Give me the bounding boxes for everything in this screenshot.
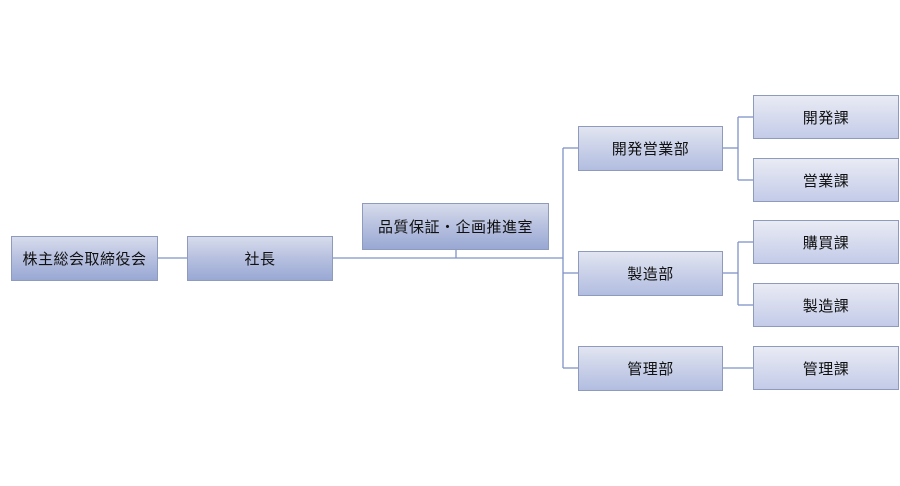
department-box: 開発営業部 xyxy=(578,126,723,171)
staff-office-box: 品質保証・企画推進室 xyxy=(362,203,549,250)
president-box: 社長 xyxy=(187,236,333,281)
section-box: 開発課 xyxy=(753,95,899,139)
board-box: 株主総会取締役会 xyxy=(11,236,158,281)
department-box: 製造部 xyxy=(578,251,723,296)
department-box: 管理部 xyxy=(578,346,723,391)
section-box: 購買課 xyxy=(753,220,899,264)
section-box: 管理課 xyxy=(753,346,899,390)
section-box: 製造課 xyxy=(753,283,899,327)
section-box: 営業課 xyxy=(753,158,899,202)
